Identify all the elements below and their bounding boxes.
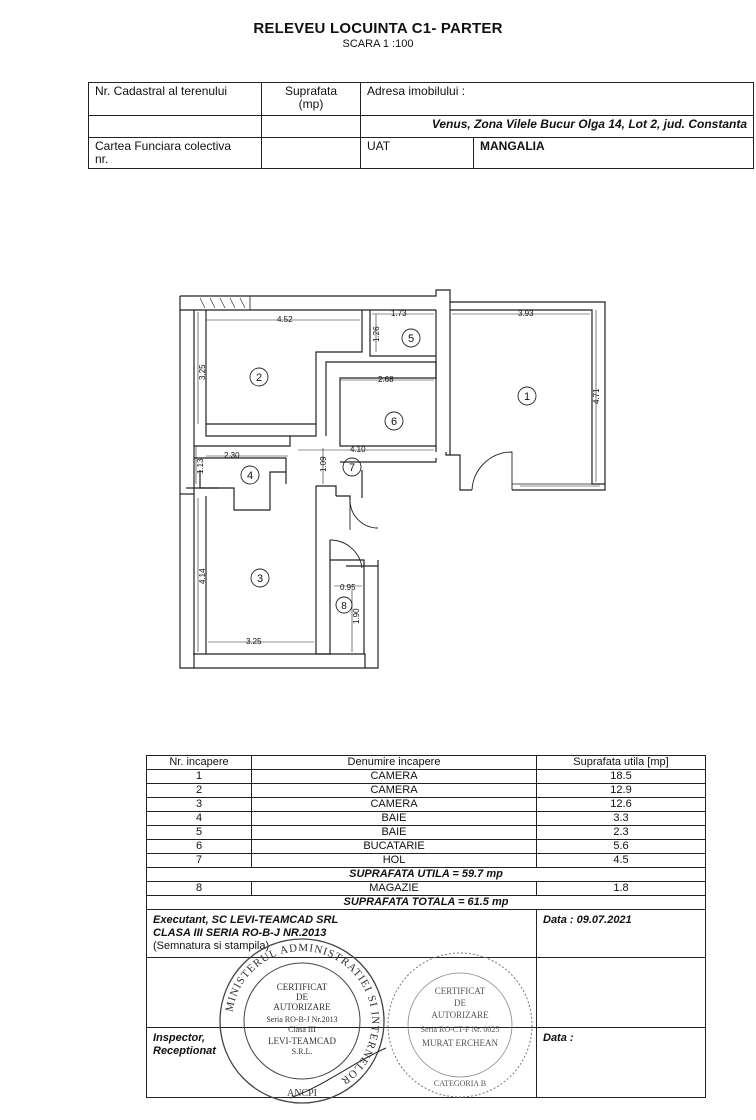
dim-4-10: 4.10 [350, 445, 366, 454]
room-label-7: 7 [349, 462, 355, 474]
doors [329, 451, 513, 569]
useful-area-total: SUPRAFATA UTILA = 59.7 mp [146, 867, 706, 882]
stamp-text: S.R.L. [292, 1047, 313, 1056]
uat-label: UAT [360, 137, 474, 169]
signature-note: (Semnatura si stampila) [153, 940, 270, 952]
empty-cell [536, 957, 706, 1028]
room-label-5: 5 [408, 333, 414, 345]
room-label-6: 6 [391, 416, 397, 428]
dim-4-52: 4.52 [277, 315, 293, 324]
stamp-text: DE [454, 998, 466, 1008]
authorization-stamp-right: CERTIFICAT DE AUTORIZARE Seria RO-CT-F N… [387, 952, 533, 1098]
dim-3-25-horizontal: 3.25 [246, 637, 262, 646]
room-label-2: 2 [256, 372, 262, 384]
dim-2-68: 2.68 [378, 375, 394, 384]
stamp-text: CERTIFICAT [435, 986, 486, 996]
executant-class: CLASA III SERIA RO-B-J NR.2013 [153, 927, 327, 939]
dim-1-09: 1.09 [319, 456, 328, 472]
room-label-3: 3 [257, 573, 263, 585]
uat-value: MANGALIA [473, 137, 754, 169]
signature-stroke [289, 1047, 387, 1099]
dim-4-14: 4.14 [198, 568, 207, 584]
stamp-text: Clasa III [288, 1025, 316, 1034]
area-value [261, 115, 361, 138]
area-label: Suprafata (mp) [261, 82, 361, 116]
stamp-text: MURAT ERCHEAN [422, 1038, 499, 1048]
stamp-text: LEVI-TEAMCAD [268, 1036, 336, 1046]
stamp-text: Seria RO-B-J Nr.2013 [266, 1015, 337, 1024]
room-markers [240, 328, 537, 614]
dim-3-93: 3.93 [518, 309, 534, 318]
dim-4-71: 4.71 [592, 388, 601, 404]
grand-area-total: SUPRAFATA TOTALA = 61.5 mp [146, 895, 706, 910]
stamp-text: AUTORIZARE [273, 1002, 331, 1012]
room-label-4: 4 [247, 470, 253, 482]
inspector-label: Inspector, Receptionat [146, 1027, 537, 1098]
document-title: RELEVEU LOCUINTA C1- PARTER [253, 20, 503, 37]
executant-label: Executant, SC LEVI-TEAMCAD SRL [153, 914, 339, 926]
date-label: Data : 09.07.2021 [536, 909, 706, 958]
rooms-table: Nr. incapere Denumire incapere Suprafata… [146, 755, 706, 1098]
stamp-text: CATEGORIA B [434, 1079, 486, 1088]
property-header-table: Nr. Cadastral al terenului Suprafata (mp… [88, 82, 754, 169]
land-book-label: Cartea Funciara colectiva nr. [88, 137, 262, 169]
room-label-1: 1 [524, 391, 530, 403]
col-header-area: Suprafata utila [mp] [536, 755, 706, 770]
dim-0-95: 0.95 [340, 583, 356, 592]
date2-label: Data : [536, 1027, 706, 1098]
dim-1-90: 1.90 [352, 608, 361, 624]
dim-1-26: 1.26 [372, 326, 381, 342]
address-label: Adresa imobilului : [360, 82, 754, 116]
outer-walls [179, 289, 606, 669]
stamp-text: AUTORIZARE [431, 1010, 489, 1020]
col-header-name: Denumire incapere [251, 755, 537, 770]
dim-1-13: 1.13 [196, 458, 205, 474]
stamp-text: Seria RO-CT-F Nr. 0025 [421, 1025, 500, 1034]
address-value: Venus, Zona Vilele Bucur Olga 14, Lot 2,… [360, 115, 754, 138]
land-book-value [261, 137, 361, 169]
cadastral-value [88, 115, 262, 138]
floor-plan: 1 2 3 4 5 6 7 8 4.52 3.25 1.73 1.26 2.68… [179, 289, 606, 669]
inner-walls [180, 310, 437, 655]
dimension-lines [195, 310, 597, 652]
stamp-area [146, 957, 537, 1028]
cadastral-label: Nr. Cadastral al terenului [88, 82, 262, 116]
dim-2-30: 2.30 [224, 451, 240, 460]
stamp-text: CERTIFICAT [277, 982, 328, 992]
room-label-8: 8 [341, 601, 347, 612]
dim-1-73: 1.73 [391, 309, 407, 318]
stamp-text: DE [296, 992, 308, 1002]
scale-label: SCARA 1 :100 [342, 38, 414, 50]
dim-3-25-vertical: 3.25 [198, 364, 207, 380]
col-header-number: Nr. incapere [146, 755, 252, 770]
authorization-stamp-left: MINISTERUL ADMINISTRATIEI SI INTERNELOR … [219, 938, 387, 1104]
